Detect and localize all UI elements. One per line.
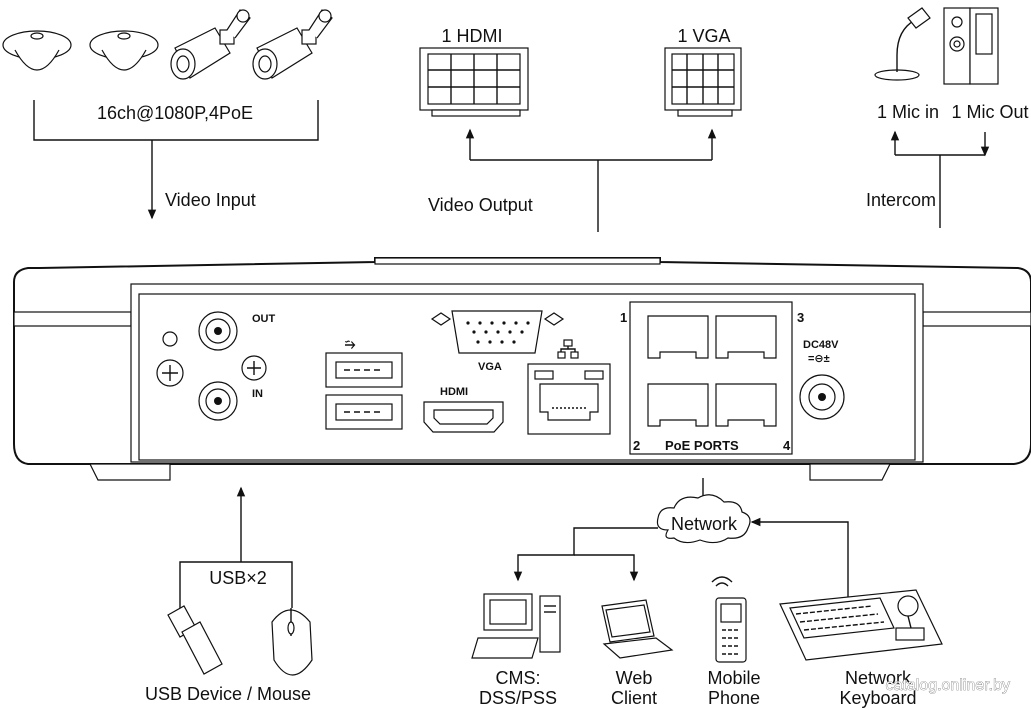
poe-port-4-label: 4 [783, 438, 791, 453]
cms-label-line1: CMS: [496, 668, 541, 688]
usb-symbol-icon: ⭇ [345, 336, 356, 351]
screw-icon [241, 355, 267, 381]
network-cloud-icon [656, 494, 751, 544]
web-client-label-line1: Web [616, 668, 653, 688]
poe-port-icon[interactable] [647, 315, 709, 359]
hdmi-port-icon[interactable] [423, 401, 504, 433]
poe-port-icon[interactable] [715, 383, 777, 427]
laptop-icon [601, 599, 674, 659]
usb-count-label: USB×2 [209, 568, 267, 588]
usb-port-icon[interactable] [325, 394, 403, 430]
vga-monitor-label: 1 VGA [677, 26, 730, 46]
desktop-computer-icon [471, 593, 561, 659]
camera-bracket [33, 100, 319, 141]
vga-monitor-icon [664, 47, 742, 117]
hdmi-port-label: HDMI [440, 386, 468, 398]
intercom-label: Intercom [866, 190, 936, 210]
poe-port-3-label: 3 [797, 310, 804, 325]
keyboard-network-line [750, 517, 849, 598]
network-label: Network [671, 514, 738, 534]
bullet-camera-icon [252, 9, 333, 80]
lan-symbol-icon [557, 339, 579, 359]
usb-device-label: USB Device / Mouse [145, 684, 311, 704]
bullet-camera-icon [170, 9, 251, 80]
mobile-phone-label-line2: Phone [708, 688, 760, 708]
dc-polarity-icon: =⊖± [808, 353, 830, 365]
ground-terminal-icon [156, 331, 184, 387]
poe-port-2-label: 2 [633, 438, 640, 453]
poe-port-icon[interactable] [647, 383, 709, 427]
usb-port-icon[interactable] [325, 352, 403, 388]
poe-port-icon[interactable] [715, 315, 777, 359]
network-keyboard-icon [779, 589, 943, 661]
usb-bracket [179, 561, 293, 608]
hdmi-monitor-label: 1 HDMI [441, 26, 502, 46]
vga-port-label: VGA [478, 361, 502, 373]
vga-port-icon[interactable] [430, 310, 565, 354]
audio-in-label: IN [252, 388, 263, 400]
cameras-label: 16ch@1080P,4PoE [97, 103, 253, 123]
network-keyboard-label-line1: Network [845, 668, 912, 688]
watermark: catalog.onliner.by [885, 677, 1010, 694]
mobile-phone-label-line1: Mobile [707, 668, 760, 688]
video-input-label: Video Input [165, 190, 256, 210]
mouse-icon [271, 608, 313, 676]
web-client-label-line2: Client [611, 688, 657, 708]
audio-in-port-icon [198, 381, 238, 421]
dc-power-jack-icon[interactable] [799, 374, 845, 420]
cms-label-line2: DSS/PSS [479, 688, 557, 708]
dc-power-label: DC48V [803, 339, 839, 351]
network-web-line [574, 554, 639, 582]
network-cms-line [513, 527, 658, 582]
hdmi-monitor-icon [419, 47, 529, 117]
usb-flash-drive-icon [167, 605, 223, 675]
poe-port-1-label: 1 [620, 310, 627, 325]
lan-port-icon[interactable] [527, 363, 611, 435]
audio-out-label: OUT [252, 313, 276, 325]
poe-ports-label: PoE PORTS [665, 438, 739, 453]
dome-camera-icon [2, 30, 72, 71]
mic-in-label: 1 Mic in [877, 102, 939, 122]
mobile-phone-icon [711, 576, 747, 663]
dome-camera-icon [89, 30, 159, 71]
mic-out-label: 1 Mic Out [951, 102, 1028, 122]
audio-out-port-icon [198, 311, 238, 351]
network-keyboard-label-line2: Keyboard [839, 688, 916, 708]
video-output-label: Video Output [428, 195, 533, 215]
microphone-icon [874, 7, 931, 81]
speaker-icon [943, 7, 999, 85]
